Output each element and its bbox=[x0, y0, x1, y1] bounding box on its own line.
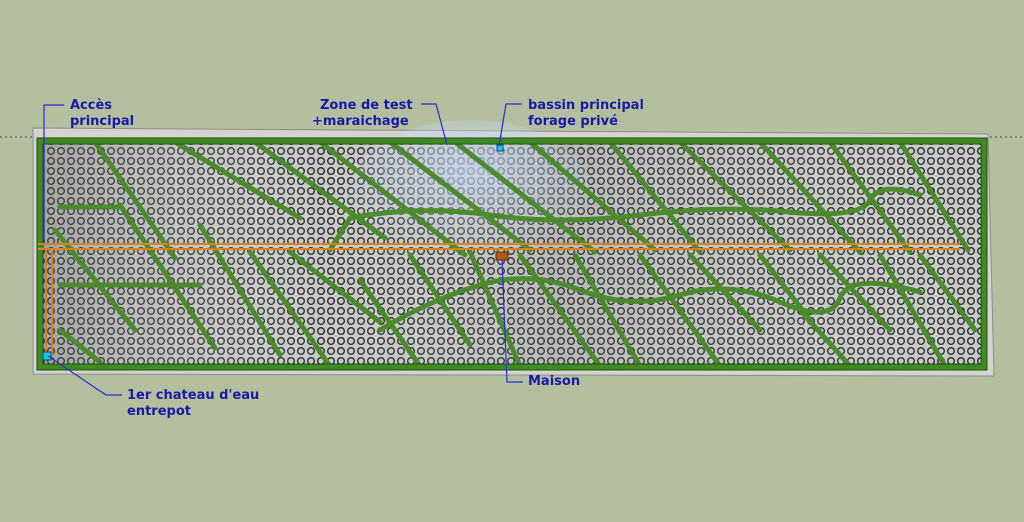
green-paths bbox=[52, 139, 978, 369]
label-acces-line1: Accès bbox=[70, 98, 113, 113]
label-bassin-line1: bassin principal bbox=[528, 98, 644, 113]
label-zone-test-line2: +maraichage bbox=[312, 114, 409, 129]
field-border bbox=[37, 138, 987, 370]
pipeline bbox=[38, 243, 960, 356]
field-border-inner bbox=[42, 143, 982, 365]
label-acces-principal: Accès principal bbox=[70, 98, 134, 130]
label-zone-test: Zone de test +maraichage bbox=[312, 98, 413, 130]
label-maison: Maison bbox=[528, 374, 580, 390]
label-chateau-line2: entrepot bbox=[127, 404, 191, 419]
house-marker bbox=[495, 251, 509, 261]
water-tower-marker bbox=[42, 351, 52, 361]
leader-lines bbox=[43, 103, 523, 396]
label-zone-test-line1: Zone de test bbox=[320, 98, 413, 113]
leader-bassin bbox=[498, 103, 522, 147]
leader-acces bbox=[43, 104, 64, 242]
field-border-outline bbox=[36, 137, 988, 371]
label-acces-line2: principal bbox=[70, 114, 135, 129]
leader-zone-test bbox=[421, 103, 448, 146]
label-bassin-line2: forage privé bbox=[528, 114, 618, 129]
basin-marker bbox=[496, 144, 504, 152]
label-chateau-line1: 1er chateau d'eau bbox=[127, 388, 260, 403]
label-bassin-principal: bassin principal forage privé bbox=[528, 98, 644, 130]
label-maison-line1: Maison bbox=[528, 374, 581, 389]
leader-maison bbox=[501, 259, 523, 383]
label-chateau-eau: 1er chateau d'eau entrepot bbox=[127, 388, 259, 420]
leader-chateau bbox=[47, 355, 122, 396]
